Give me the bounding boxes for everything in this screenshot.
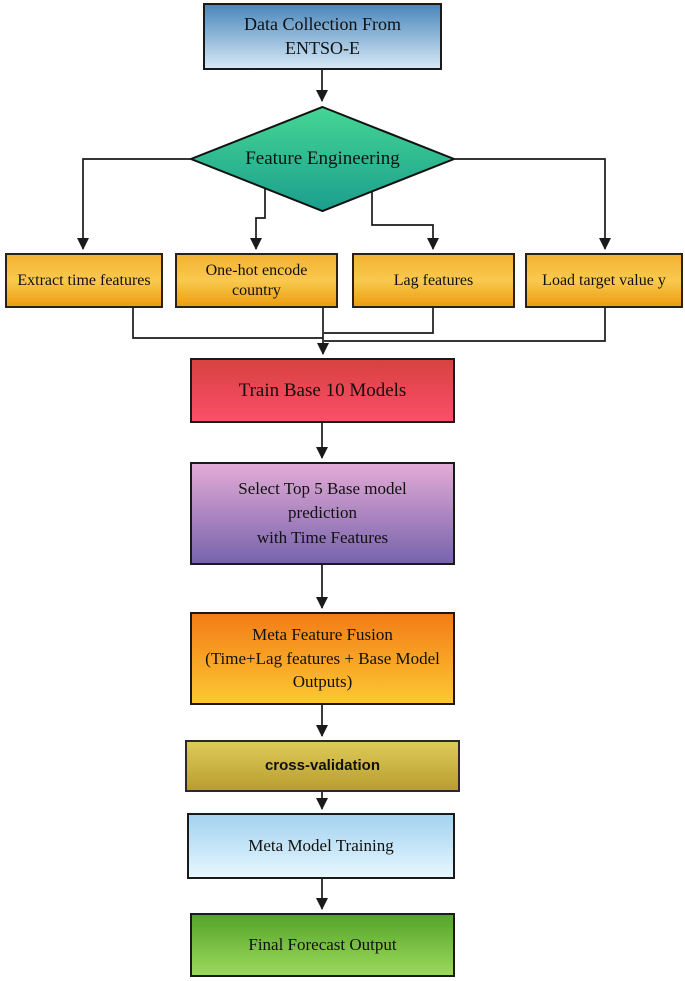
line-lag-features-merge bbox=[324, 308, 434, 334]
arrow-diamond-to-load-target bbox=[455, 158, 611, 250]
arrow-diamond-to-onehot bbox=[250, 189, 266, 250]
node-select-top-models: Select Top 5 Base model prediction with … bbox=[190, 462, 455, 565]
node-load-target-value: Load target value y bbox=[525, 253, 683, 308]
node-extract-time-features: Extract time features bbox=[5, 253, 163, 308]
line-extract-time-merge bbox=[132, 308, 323, 339]
node-cross-validation: cross-validation bbox=[185, 740, 460, 792]
node-train-base-models: Train Base 10 Models bbox=[190, 358, 455, 423]
arrow-diamond-to-lag-features bbox=[371, 192, 439, 250]
node-feature-engineering-label: Feature Engineering bbox=[245, 148, 400, 169]
node-meta-model-training: Meta Model Training bbox=[187, 813, 455, 879]
node-one-hot-encode-country: One-hot encode country bbox=[175, 253, 338, 308]
node-data-collection: Data Collection From ENTSO-E bbox=[203, 3, 442, 70]
line-load-target-merge bbox=[324, 308, 606, 342]
arrow-diamond-to-extract-time bbox=[77, 158, 190, 250]
node-meta-feature-fusion: Meta Feature Fusion (Time+Lag features +… bbox=[190, 612, 455, 705]
feature-engineering-diamond bbox=[188, 105, 457, 213]
node-lag-features: Lag features bbox=[352, 253, 515, 308]
node-final-forecast-output: Final Forecast Output bbox=[190, 913, 455, 977]
